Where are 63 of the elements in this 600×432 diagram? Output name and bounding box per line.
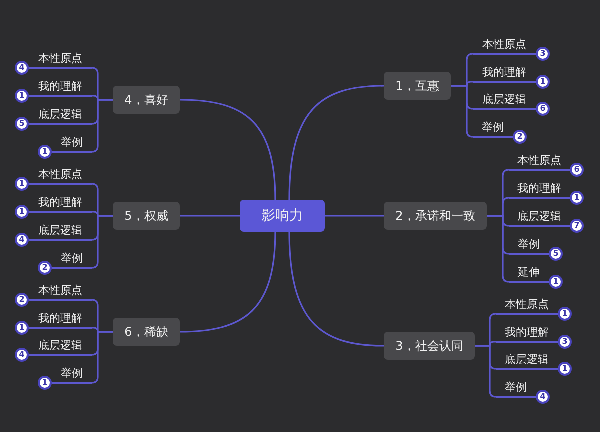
subtopic-label: 本性原点: [496, 297, 558, 315]
branch-line: [288, 232, 384, 347]
count-badge: 1: [536, 75, 550, 89]
count-badge: 1: [570, 191, 584, 205]
central-topic-box: 影响力: [240, 200, 325, 232]
count-badge: 4: [15, 61, 29, 75]
subtopic-label: 底层逻辑: [29, 107, 92, 125]
subtopic-label: 举例: [509, 237, 549, 255]
topic-box: 5，权威: [113, 202, 180, 230]
subtopic-label: 举例: [52, 366, 92, 384]
count-badge: 3: [558, 335, 572, 349]
count-badge: 1: [15, 321, 29, 335]
count-badge: 1: [549, 275, 563, 289]
subtopic-label: 本性原点: [29, 283, 92, 301]
count-badge: 5: [15, 117, 29, 131]
count-badge: 2: [38, 261, 52, 275]
topic-box: 1，互惠: [384, 72, 451, 100]
topic-box: 3，社会认同: [384, 332, 475, 360]
subtopic-label: 我的理解: [29, 195, 92, 213]
subtopic-label: 延伸: [509, 265, 549, 283]
count-badge: 1: [558, 307, 572, 321]
subtopic-label: 我的理解: [496, 325, 558, 343]
subtopic-label: 举例: [496, 380, 536, 398]
subtopic-label: 底层逻辑: [509, 209, 570, 227]
count-badge: 1: [558, 362, 572, 376]
branch-line: [180, 99, 276, 200]
subtopic-label: 本性原点: [29, 167, 92, 185]
subtopic-label: 我的理解: [29, 79, 92, 97]
subtopic-label: 举例: [52, 251, 92, 269]
subtopic-label: 我的理解: [473, 65, 536, 83]
subtopic-label: 本性原点: [29, 51, 92, 69]
count-badge: 2: [15, 293, 29, 307]
subtopic-label: 本性原点: [509, 153, 570, 171]
subtopic-label: 我的理解: [29, 311, 92, 329]
subtopic-label: 底层逻辑: [473, 92, 536, 110]
topic-box: 6，稀缺: [113, 318, 180, 346]
count-badge: 4: [536, 390, 550, 404]
count-badge: 6: [536, 102, 550, 116]
branch-line: [325, 215, 384, 217]
branch-line: [288, 85, 384, 200]
subtopic-label: 底层逻辑: [29, 338, 92, 356]
count-badge: 6: [570, 163, 584, 177]
count-badge: 4: [15, 233, 29, 247]
count-badge: 2: [513, 130, 527, 144]
count-badge: 5: [549, 247, 563, 261]
subtopic-label: 我的理解: [509, 181, 570, 199]
count-badge: 1: [15, 89, 29, 103]
count-badge: 1: [15, 177, 29, 191]
topic-box: 2，承诺和一致: [384, 202, 487, 230]
count-badge: 3: [536, 47, 550, 61]
subtopic-label: 底层逻辑: [29, 223, 92, 241]
count-badge: 1: [15, 205, 29, 219]
count-badge: 1: [38, 376, 52, 390]
branch-line: [180, 215, 240, 217]
count-badge: 4: [15, 348, 29, 362]
branch-line: [180, 232, 276, 333]
subtopic-label: 举例: [52, 135, 92, 153]
subtopic-label: 举例: [473, 120, 513, 138]
count-badge: 1: [38, 145, 52, 159]
subtopic-label: 底层逻辑: [496, 352, 558, 370]
subtopic-label: 本性原点: [473, 37, 536, 55]
topic-box: 4，喜好: [113, 86, 180, 114]
count-badge: 7: [570, 219, 584, 233]
